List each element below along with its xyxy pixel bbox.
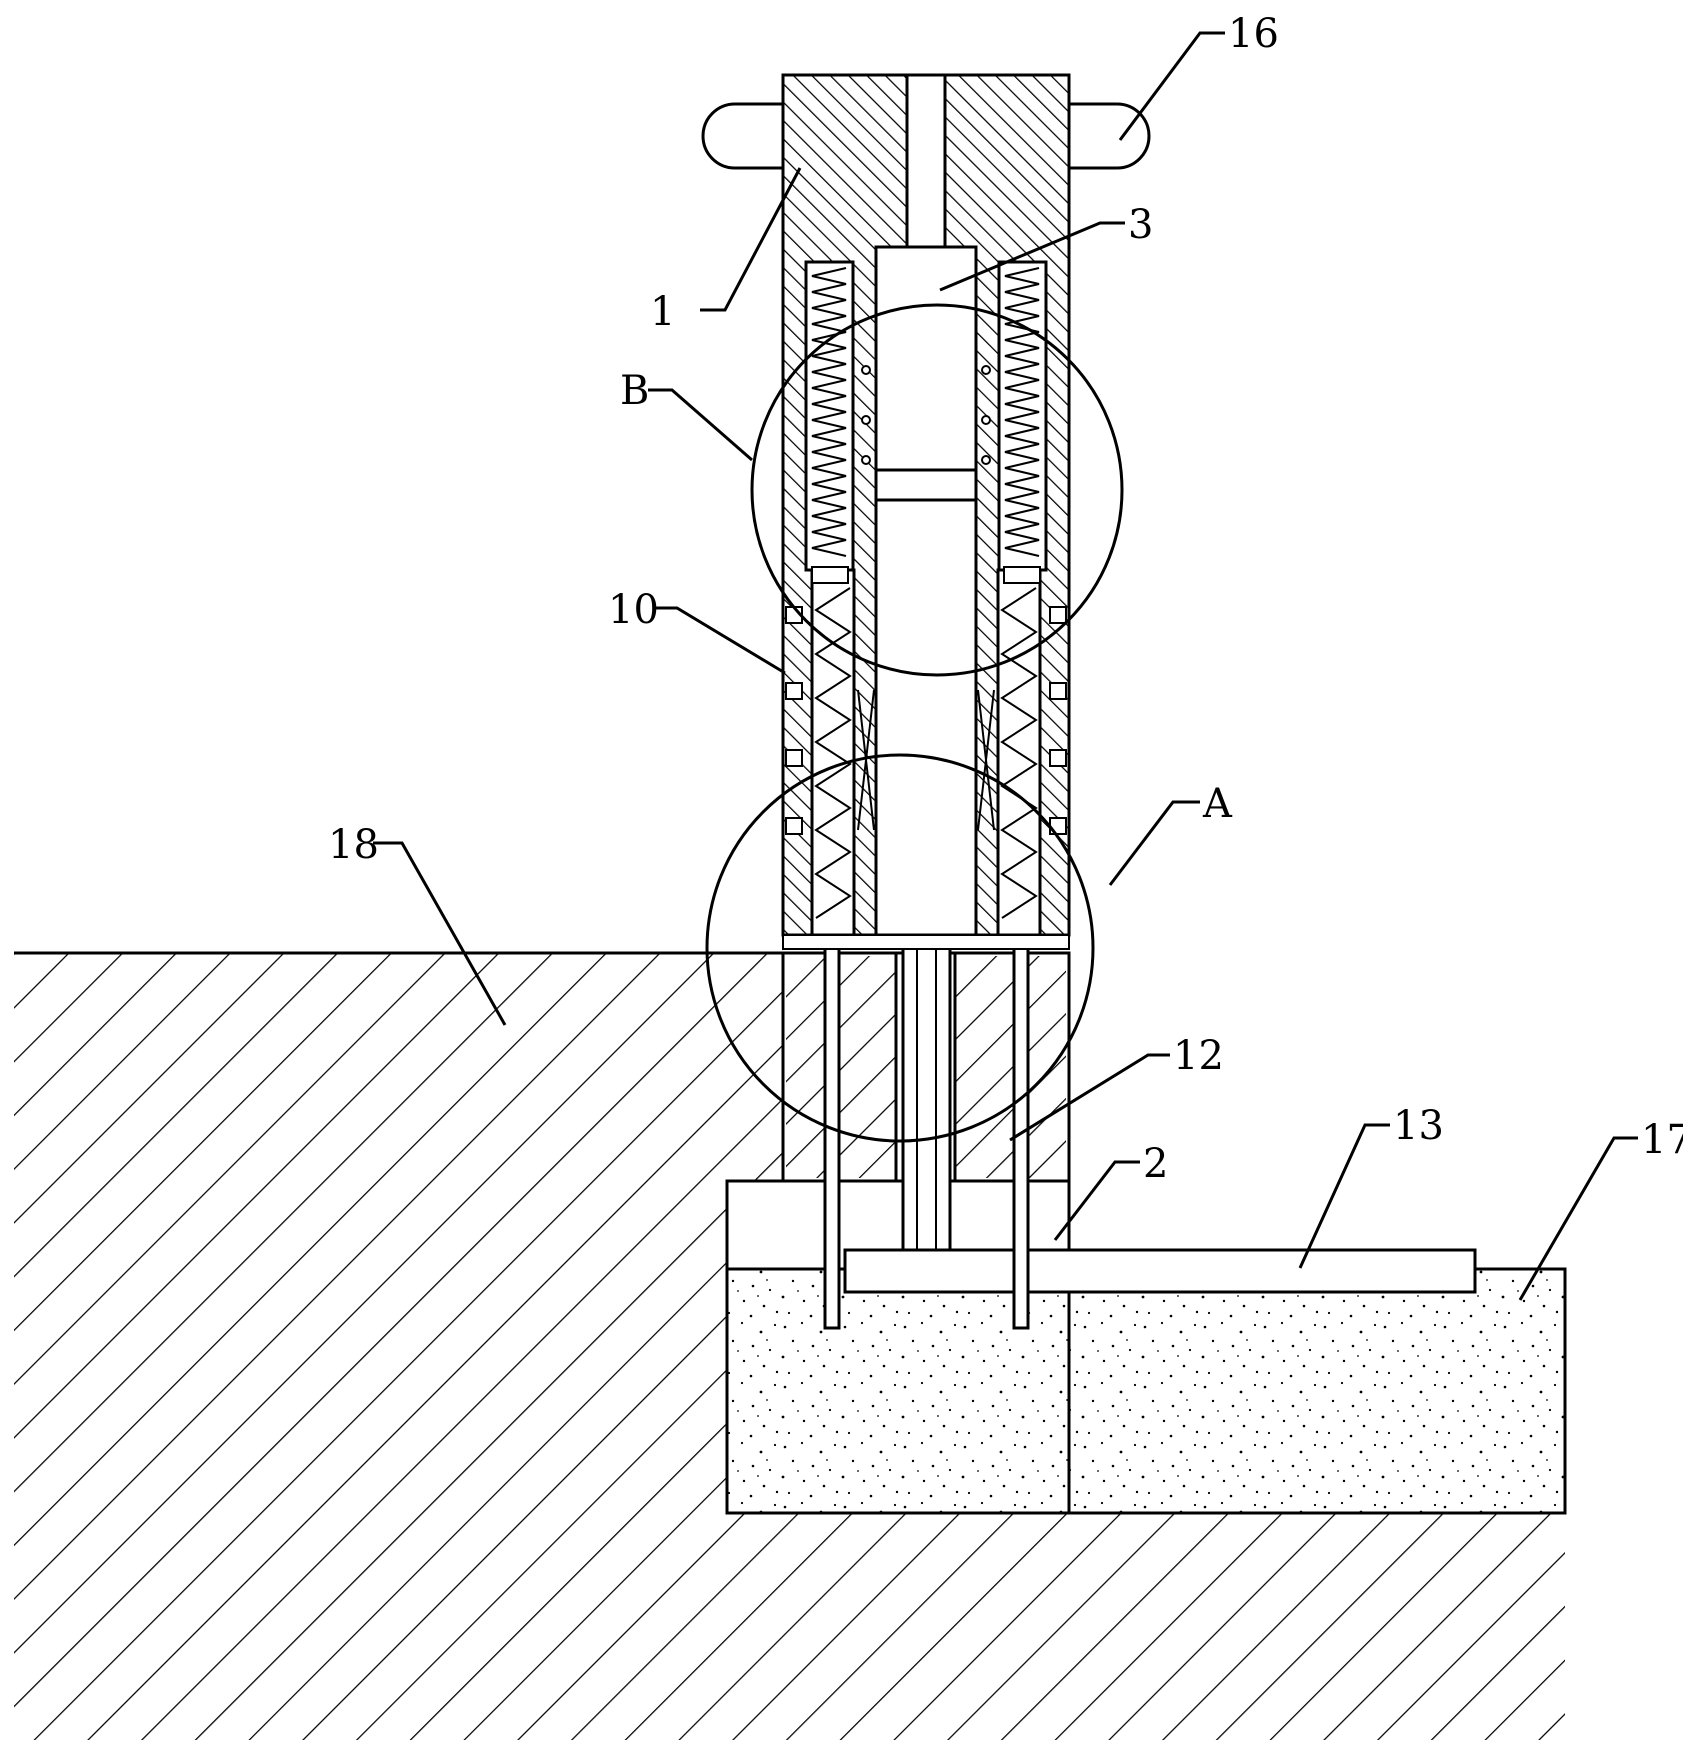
pins-12	[823, 908, 1030, 1330]
lower-spring-right	[1000, 587, 1038, 919]
label-12: 12	[1173, 1033, 1224, 1079]
label-16: 16	[1228, 11, 1279, 57]
concrete-17	[725, 1267, 1567, 1515]
label-1: 1	[650, 289, 675, 335]
upper-spring-left	[811, 267, 847, 557]
detail-circle-A	[705, 753, 1095, 1143]
detail-circle-B	[750, 303, 1124, 677]
label-18: 18	[328, 822, 379, 868]
label-17: 17	[1641, 1117, 1683, 1163]
label-10: 10	[608, 587, 659, 633]
label-B: B	[620, 368, 649, 414]
label-3: 3	[1128, 202, 1153, 248]
handle-16	[701, 102, 1151, 170]
leader-lines	[373, 31, 1638, 1301]
label-A: A	[1202, 781, 1233, 827]
label-13: 13	[1393, 1103, 1444, 1149]
horizontal-bar-13	[843, 1248, 1477, 1294]
label-2: 2	[1143, 1141, 1168, 1187]
upper-spring-right	[1004, 267, 1040, 557]
callout-labels: 16 3 1 B 10 A 18 12 2 13 17	[328, 11, 1683, 1187]
